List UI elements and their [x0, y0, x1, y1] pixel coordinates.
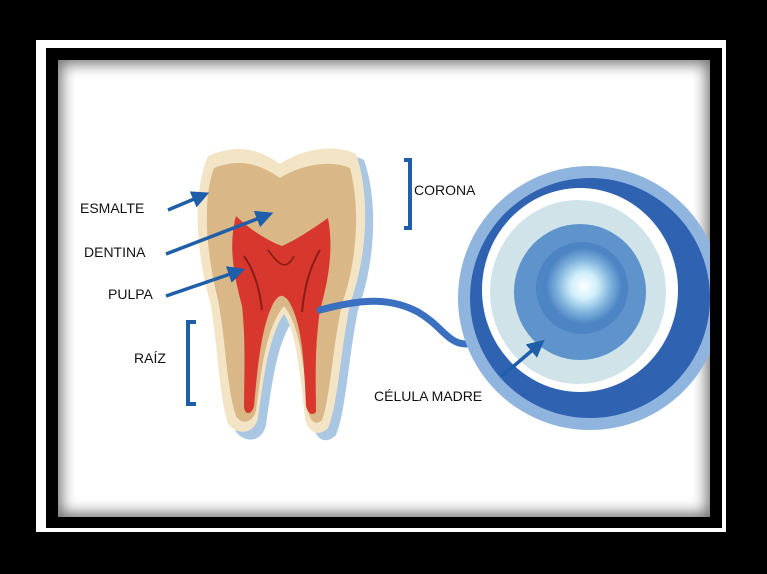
- cell-nucleus-core: [546, 248, 622, 324]
- label-pulpa: PULPA: [108, 286, 153, 302]
- label-corona: CORONA: [414, 182, 475, 198]
- corona-bracket: [404, 160, 410, 228]
- label-esmalte: ESMALTE: [80, 200, 144, 216]
- tooth-diagram-svg: [58, 60, 710, 517]
- raiz-bracket: [188, 322, 196, 404]
- diagram-canvas: ESMALTE DENTINA PULPA RAÍZ CORONA CÉLULA…: [58, 60, 710, 517]
- label-dentina: DENTINA: [84, 244, 145, 260]
- label-raiz: RAÍZ: [134, 350, 166, 366]
- label-celula-madre: CÉLULA MADRE: [374, 388, 482, 404]
